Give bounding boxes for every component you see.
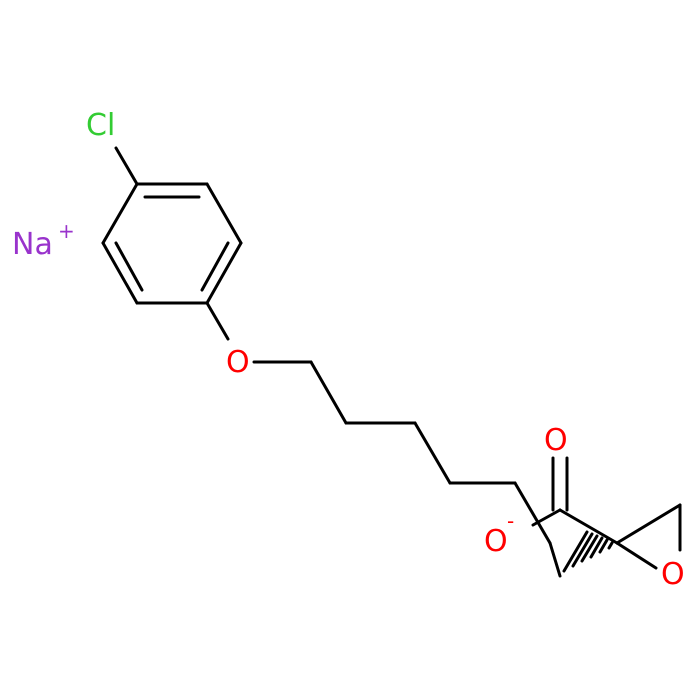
hashed-wedge-bond (562, 530, 614, 573)
sodium-charge: + (58, 219, 75, 243)
ring-bond-3 (205, 241, 243, 305)
carboxylate-oxygen-label: O (484, 524, 508, 559)
carboxyl-carbon-bond (558, 508, 619, 545)
sodium-label: Na (12, 227, 53, 262)
chain-bond-5 (513, 481, 552, 545)
ether-oxygen-label: O (226, 345, 250, 380)
epoxide-bond-1 (615, 503, 682, 545)
ring-bond-2 (205, 182, 243, 245)
chain-bond-3 (413, 421, 452, 485)
epoxide-bond-3 (615, 541, 658, 570)
chain-bond-1 (309, 360, 348, 425)
benzene-ring (101, 182, 243, 305)
aryl-oxygen-bond (205, 301, 230, 341)
carboxylate-charge: - (507, 509, 514, 533)
carbonyl-oxygen-label: O (544, 423, 568, 458)
chlorine-bond (114, 146, 139, 186)
carboxylate-bond (531, 508, 562, 527)
cyclopropyl-bond (548, 541, 562, 578)
ring-bond-6 (101, 182, 139, 245)
chlorine-label: Cl (86, 108, 115, 143)
ring-inner-bond-3 (114, 241, 144, 292)
epoxide-oxygen-label: O (661, 557, 685, 592)
ring-inner-bond-2 (200, 241, 230, 292)
ring-bond-5 (101, 241, 139, 305)
